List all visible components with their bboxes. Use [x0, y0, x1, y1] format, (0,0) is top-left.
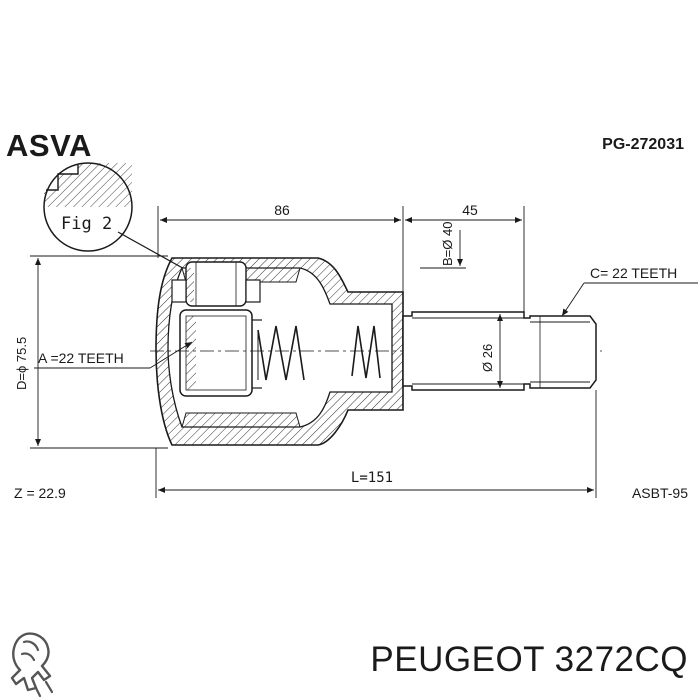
bearing-diameter-label: B=Ø 40: [440, 222, 455, 266]
peugeot-lion-logo: [10, 632, 54, 698]
dimension-86: [157, 206, 404, 292]
outer-spline-label: C= 22 TEETH: [590, 265, 677, 281]
figure-detail-bubble: [43, 162, 241, 301]
spring-right: [351, 325, 381, 379]
shaft-diameter-label: Ø 26: [480, 344, 495, 372]
model-code-note: ASBT-95: [631, 485, 688, 501]
inner-spline-label: A =22 TEETH: [38, 350, 124, 366]
output-shaft: [402, 311, 597, 391]
spider-hub: [179, 309, 262, 397]
footer-part-number: PEUGEOT 3272CQ: [370, 640, 688, 679]
part-code: PG-272031: [602, 136, 684, 153]
total-length-label: L=151: [351, 470, 393, 486]
dimension-total-length: [155, 390, 597, 498]
spring-left: [257, 325, 305, 381]
dimension-outer-diameter: [30, 255, 168, 449]
brand-title: ASVA: [6, 128, 92, 163]
spline-callout-outer: [561, 282, 698, 317]
z-value-note: Z = 22.9: [14, 485, 66, 501]
spline-callout-inner: [34, 341, 193, 369]
figure-label: Fig 2: [61, 214, 112, 234]
tripod-roller: [171, 261, 261, 307]
dimension-bearing-diameter: [420, 230, 466, 269]
outer-diameter-label: D=ϕ 75.5: [14, 337, 29, 390]
dimension-45-label: 45: [462, 202, 478, 218]
dimension-45: [405, 206, 525, 312]
dimension-86-label: 86: [274, 202, 290, 218]
